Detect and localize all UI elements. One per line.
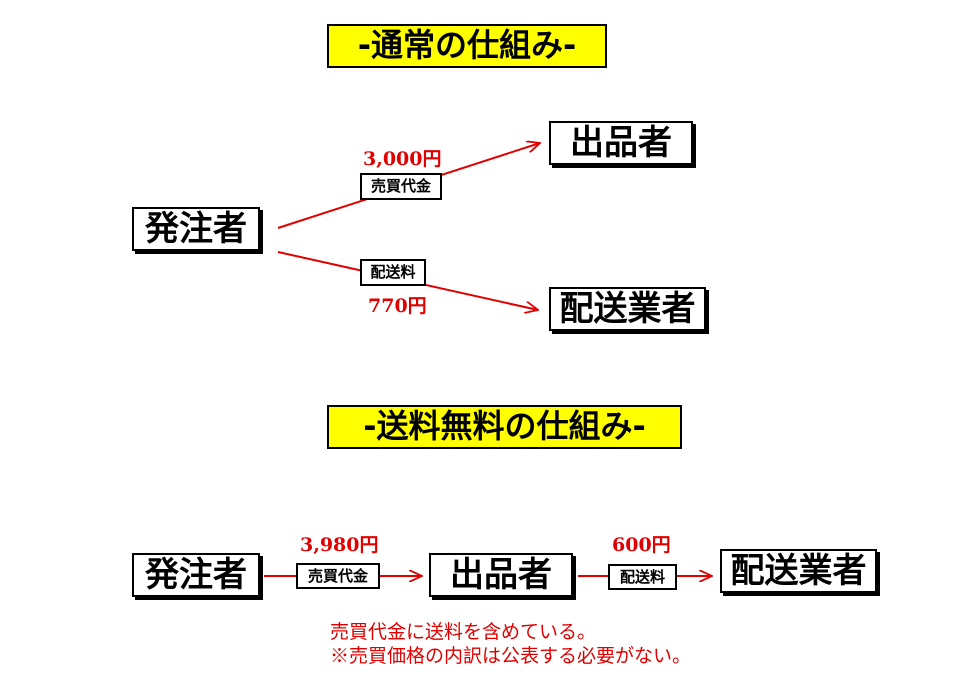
section-title-normal: -通常の仕組み-: [327, 24, 607, 68]
sale-tag: 売買代金: [360, 173, 442, 200]
shipping-price-label: 770円: [368, 295, 427, 317]
note-line-1: 売買代金に送料を含めている。: [330, 621, 597, 643]
section-title-free-shipping: -送料無料の仕組み-: [327, 405, 682, 449]
sale-tag-free: 売買代金: [296, 563, 380, 589]
shipping-price-label-free: 600円: [612, 534, 671, 556]
note-line-2: ※売買価格の内訳は公表する必要がない。: [330, 645, 692, 667]
shipping-tag: 配送料: [360, 259, 426, 286]
node-buyer-free: 発注者: [132, 553, 260, 597]
node-buyer: 発注者: [132, 207, 260, 251]
sale-price-label-free: 3,980円: [300, 534, 379, 556]
shipping-tag-free: 配送料: [608, 564, 677, 590]
node-shipper-free: 配送業者: [720, 549, 877, 593]
node-seller: 出品者: [549, 121, 693, 165]
node-seller-free: 出品者: [429, 553, 573, 597]
node-shipper: 配送業者: [549, 287, 706, 331]
sale-price-label: 3,000円: [363, 148, 442, 170]
